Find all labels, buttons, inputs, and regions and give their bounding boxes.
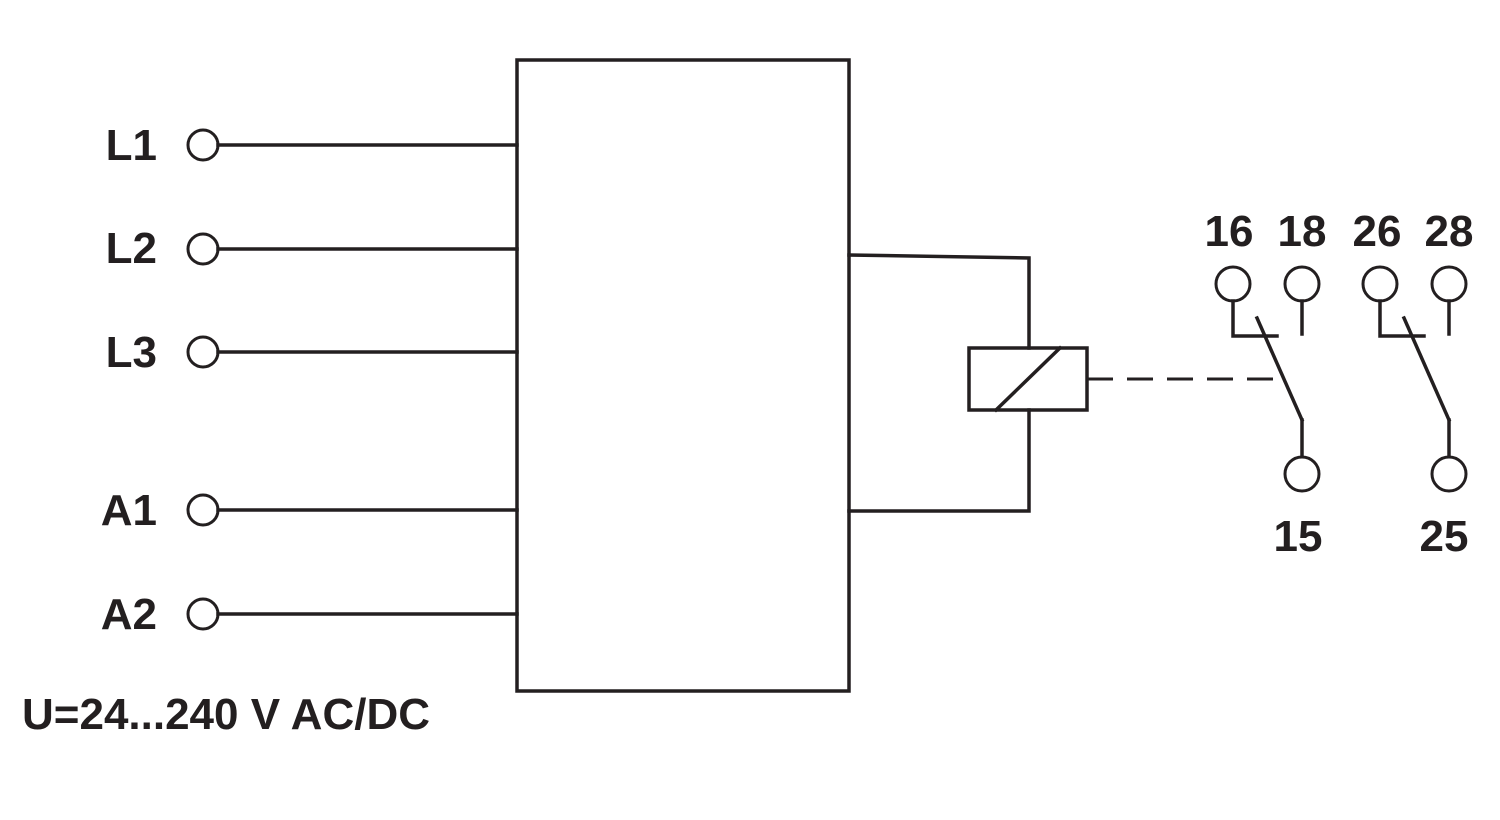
coil-wire-bottom <box>847 408 1031 513</box>
terminal-label-16: 16 <box>1205 207 1254 256</box>
terminal-label-l3: L3 <box>106 328 157 377</box>
terminal-label-25: 25 <box>1420 512 1469 561</box>
terminal-circle <box>186 232 220 266</box>
input-terminal-l1: L1 <box>106 121 519 170</box>
terminal-label-18: 18 <box>1278 207 1327 256</box>
coil-diagonal <box>993 345 1063 413</box>
terminal-label-28: 28 <box>1425 207 1474 256</box>
terminal-circle-25 <box>1430 455 1468 493</box>
coil-wire-top <box>847 253 1031 350</box>
input-terminal-a2: A2 <box>101 590 519 639</box>
relay-coil <box>967 345 1089 413</box>
terminal-circle <box>186 335 220 369</box>
nc-contact-leg <box>1378 299 1426 338</box>
terminal-circle-16 <box>1214 265 1252 303</box>
terminal-label-26: 26 <box>1353 207 1402 256</box>
module-box <box>515 58 851 693</box>
terminal-circle-15 <box>1283 455 1321 493</box>
terminal-label-a1: A1 <box>101 486 157 535</box>
terminal-circle <box>186 597 220 631</box>
terminal-circle-26 <box>1361 265 1399 303</box>
nc-contact-leg <box>1231 299 1279 338</box>
switch-blade <box>1401 315 1452 423</box>
supply-voltage-label: U=24...240 V AC/DC <box>22 690 430 739</box>
terminal-label-15: 15 <box>1274 512 1323 561</box>
terminal-circle <box>186 493 220 527</box>
input-terminal-l3: L3 <box>106 328 519 377</box>
contact-group-2: 26 28 25 <box>1353 207 1474 561</box>
input-terminal-l2: L2 <box>106 224 519 273</box>
input-terminal-a1: A1 <box>101 486 519 535</box>
contact-group-1: 16 18 15 <box>1205 207 1327 561</box>
terminal-label-l2: L2 <box>106 224 157 273</box>
terminal-label-a2: A2 <box>101 590 157 639</box>
terminal-label-l1: L1 <box>106 121 157 170</box>
terminal-circle-18 <box>1283 265 1321 303</box>
terminal-circle <box>186 128 220 162</box>
terminal-circle-28 <box>1430 265 1468 303</box>
switch-blade <box>1254 315 1305 423</box>
